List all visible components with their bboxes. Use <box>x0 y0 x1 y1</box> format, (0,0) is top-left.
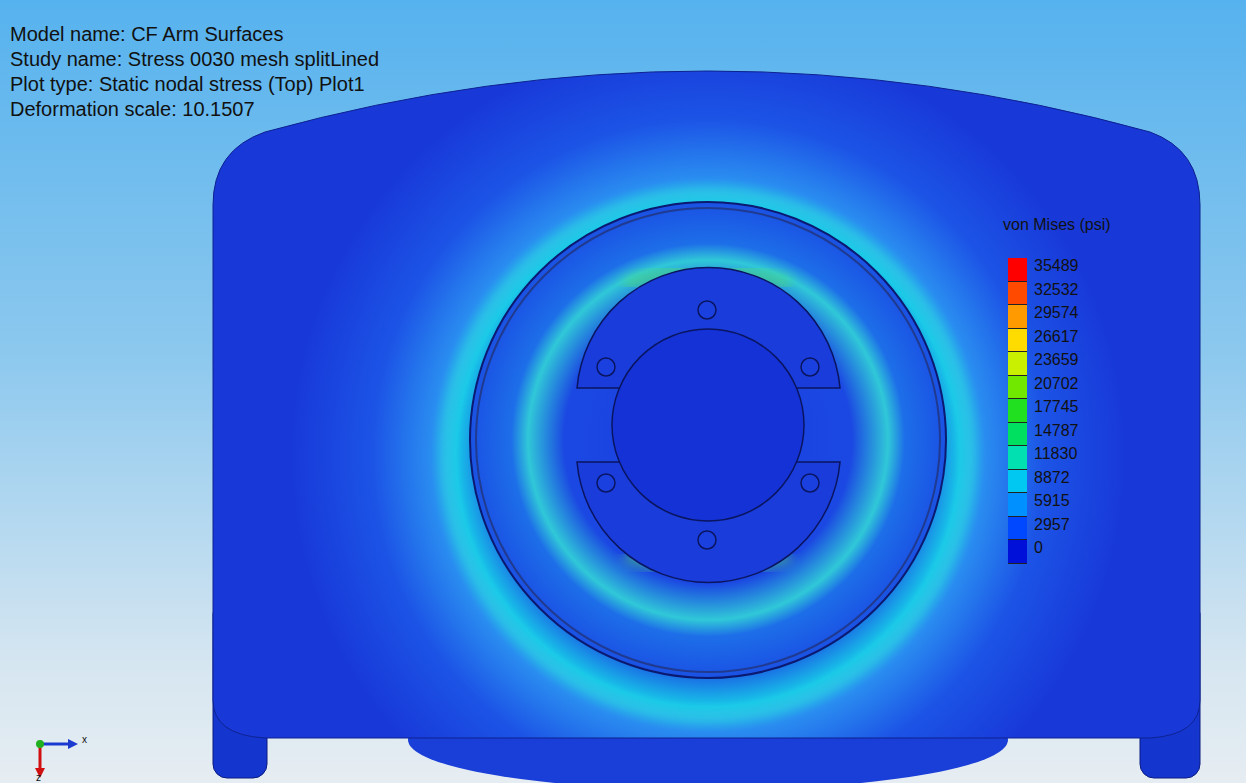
legend-swatch <box>1008 517 1027 541</box>
legend-value: 29574 <box>1034 304 1079 322</box>
legend-swatch <box>1008 352 1027 376</box>
legend-value: 8872 <box>1034 469 1070 487</box>
legend-swatch <box>1008 282 1027 306</box>
axis-label: x <box>82 734 87 745</box>
legend-value: 17745 <box>1034 398 1079 416</box>
legend-title: von Mises (psi) <box>1003 216 1111 234</box>
legend-swatch <box>1008 470 1027 494</box>
legend-value: 26617 <box>1034 328 1079 346</box>
legend-swatch <box>1008 540 1027 564</box>
legend-swatch <box>1008 399 1027 423</box>
legend-value: 20702 <box>1034 375 1079 393</box>
legend-swatch <box>1008 423 1027 447</box>
axis-label: z <box>36 772 41 783</box>
legend-value: 14787 <box>1034 422 1079 440</box>
model-name: Model name: CF Arm Surfaces <box>10 23 283 46</box>
legend-swatch <box>1008 329 1027 353</box>
plot-type: Plot type: Static nodal stress (Top) Plo… <box>10 73 365 96</box>
legend-swatch <box>1008 376 1027 400</box>
legend-swatch <box>1008 258 1027 282</box>
legend-value: 0 <box>1034 539 1043 557</box>
legend-value: 5915 <box>1034 492 1070 510</box>
legend-value: 35489 <box>1034 257 1079 275</box>
legend-swatch <box>1008 493 1027 517</box>
legend-value: 23659 <box>1034 351 1079 369</box>
study-name: Study name: Stress 0030 mesh splitLined <box>10 48 379 71</box>
legend-value: 32532 <box>1034 281 1079 299</box>
legend-swatch <box>1008 446 1027 470</box>
legend-swatch <box>1008 305 1027 329</box>
deformation-scale: Deformation scale: 10.1507 <box>10 98 255 121</box>
legend-value: 2957 <box>1034 516 1070 534</box>
legend-value: 11830 <box>1034 445 1077 463</box>
